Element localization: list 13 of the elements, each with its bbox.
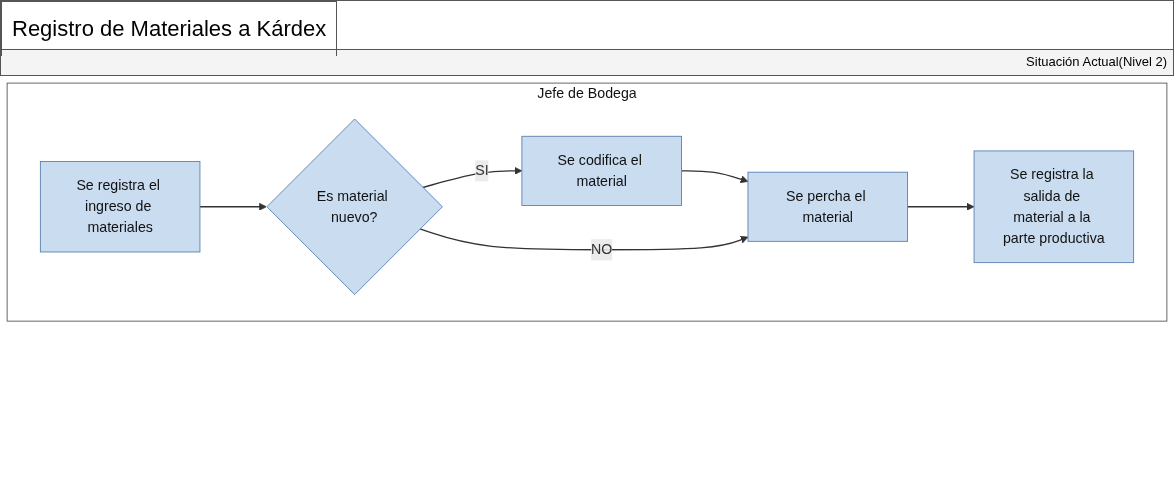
arrow [422, 166, 523, 189]
arrow [680, 170, 749, 183]
edge-label: NO [591, 241, 613, 257]
node-diamond: Es material nuevo? [266, 118, 443, 295]
arrow [199, 202, 267, 211]
node-box: Se registra la salida de material a la parte productiva [973, 150, 1135, 264]
lane-note: Situación Actual(Nivel 2) [1026, 54, 1167, 69]
node-box: Se percha el material [747, 171, 908, 242]
edge-label: SI [475, 162, 489, 178]
node-box: Se registra el ingreso de materiales [39, 161, 201, 253]
node-box: Se codifica el material [521, 135, 682, 206]
arrow [906, 202, 975, 211]
arrow [419, 228, 749, 251]
